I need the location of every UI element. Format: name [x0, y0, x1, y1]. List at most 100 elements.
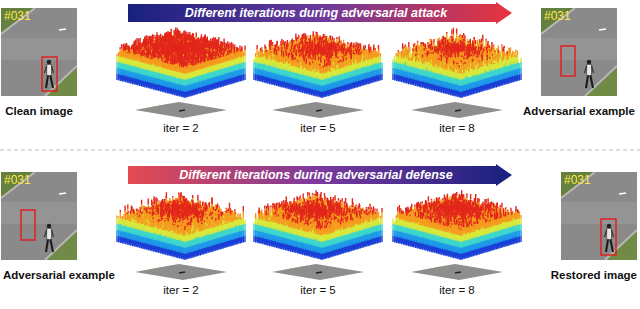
surface-spikes: [324, 65, 325, 66]
surface-spikes: [320, 74, 323, 80]
surface-spikes: [183, 230, 184, 236]
surface-spikes: [183, 236, 186, 242]
surface-spikes: [184, 230, 185, 236]
surface-spikes: [321, 92, 322, 98]
surface-spikes: [320, 57, 321, 63]
surface-spikes: [447, 28, 457, 34]
surface-spikes: [154, 217, 200, 222]
surface-spikes: [306, 58, 307, 64]
surface-spikes: [312, 193, 313, 195]
surface-spikes: [422, 52, 481, 57]
surface-spikes: [458, 73, 465, 79]
surface-spikes: [177, 225, 178, 227]
surface-spikes: [321, 76, 322, 80]
surface-spikes: [184, 254, 185, 260]
surface-spikes: [458, 67, 465, 73]
surface-spikes: [184, 236, 185, 242]
surface-spikes: [433, 55, 482, 61]
surface-spikes: [175, 65, 195, 71]
surface-spikes: [303, 52, 342, 58]
surface-spikes: [177, 225, 178, 227]
surface-spikes: [320, 66, 323, 68]
surface-spikes: [321, 86, 322, 92]
surface-spikes: [438, 54, 468, 59]
surface-spikes: [319, 73, 326, 79]
surface-spikes: [300, 195, 301, 198]
surface-spikes: [320, 86, 323, 92]
surface-spikes: [183, 242, 186, 248]
surface-spikes: [184, 72, 185, 75]
surface-spikes: [423, 53, 469, 58]
surface-spikes: [323, 198, 346, 203]
photo: [541, 8, 617, 96]
surface-spikes: [455, 61, 462, 63]
surface-spikes: [277, 37, 356, 43]
surface-spikes: [292, 39, 341, 42]
surface-spikes: [183, 254, 186, 260]
surface-spikes: [460, 80, 461, 86]
surface-spikes: [458, 79, 465, 85]
photo: [561, 172, 637, 260]
photo: [1, 8, 77, 96]
surface-spikes: [178, 66, 191, 72]
surface-spikes: [183, 248, 186, 254]
surface-spikes: [176, 66, 192, 72]
surface-spikes: [292, 53, 351, 59]
surface-spikes: [165, 217, 201, 221]
surface-spikes: [309, 193, 316, 196]
surface-spikes: [451, 30, 452, 35]
surface-spikes: [324, 193, 325, 197]
surface-spikes: [184, 226, 185, 230]
surface-spikes: [320, 60, 330, 66]
surface-spikes: [183, 68, 186, 74]
surface-spikes: [117, 236, 245, 242]
surface-spikes: [183, 86, 186, 92]
surface-spikes: [119, 74, 244, 80]
surface-spikes: [316, 190, 317, 196]
surface-spikes: [279, 67, 355, 73]
surface-spikes: [439, 58, 440, 59]
surface-spikes: [162, 55, 208, 61]
surface-spikes: [175, 220, 198, 223]
surface-spikes: [321, 52, 344, 56]
surface-spikes: [446, 57, 447, 63]
surface-spikes: [167, 54, 213, 60]
surface-spikes: [181, 61, 182, 67]
surface-spikes: [183, 229, 184, 231]
surface-spikes: [183, 63, 186, 67]
surface-spikes: [189, 231, 190, 234]
surface-spikes: [174, 219, 190, 225]
surface-spikes: [489, 57, 490, 58]
surface-spikes: [459, 92, 462, 98]
surface-spikes: [473, 59, 480, 61]
surface-spikes: [184, 242, 185, 248]
surface-spikes: [183, 80, 186, 86]
surface-spikes: [320, 67, 327, 73]
surface-spikes: [460, 92, 461, 98]
surface-spikes: [119, 236, 244, 242]
surface-spikes: [125, 206, 243, 212]
surface-spikes: [292, 54, 328, 60]
surface-spikes: [154, 196, 184, 202]
surface-spikes: [312, 65, 332, 71]
surface-spikes: [301, 36, 344, 40]
surface-spikes: [150, 53, 216, 59]
surface-spikes: [184, 80, 185, 86]
surface-spikes: [393, 74, 521, 80]
surface-spikes: [444, 35, 487, 41]
surface-spikes: [147, 52, 219, 58]
surface-spikes: [184, 92, 185, 98]
surface-spikes: [172, 222, 188, 225]
surface-spikes: [308, 192, 321, 196]
surface-spikes: [458, 36, 459, 37]
surface-spikes: [403, 51, 514, 57]
heatmap-surface: [117, 27, 521, 260]
surface-spikes: [320, 80, 323, 86]
surface-spikes: [184, 248, 185, 254]
surface-spikes: [184, 86, 185, 92]
surface-spikes: [454, 61, 464, 65]
surface-spikes: [460, 86, 461, 92]
surface-spikes: [487, 55, 488, 61]
surface-spikes: [447, 52, 477, 57]
